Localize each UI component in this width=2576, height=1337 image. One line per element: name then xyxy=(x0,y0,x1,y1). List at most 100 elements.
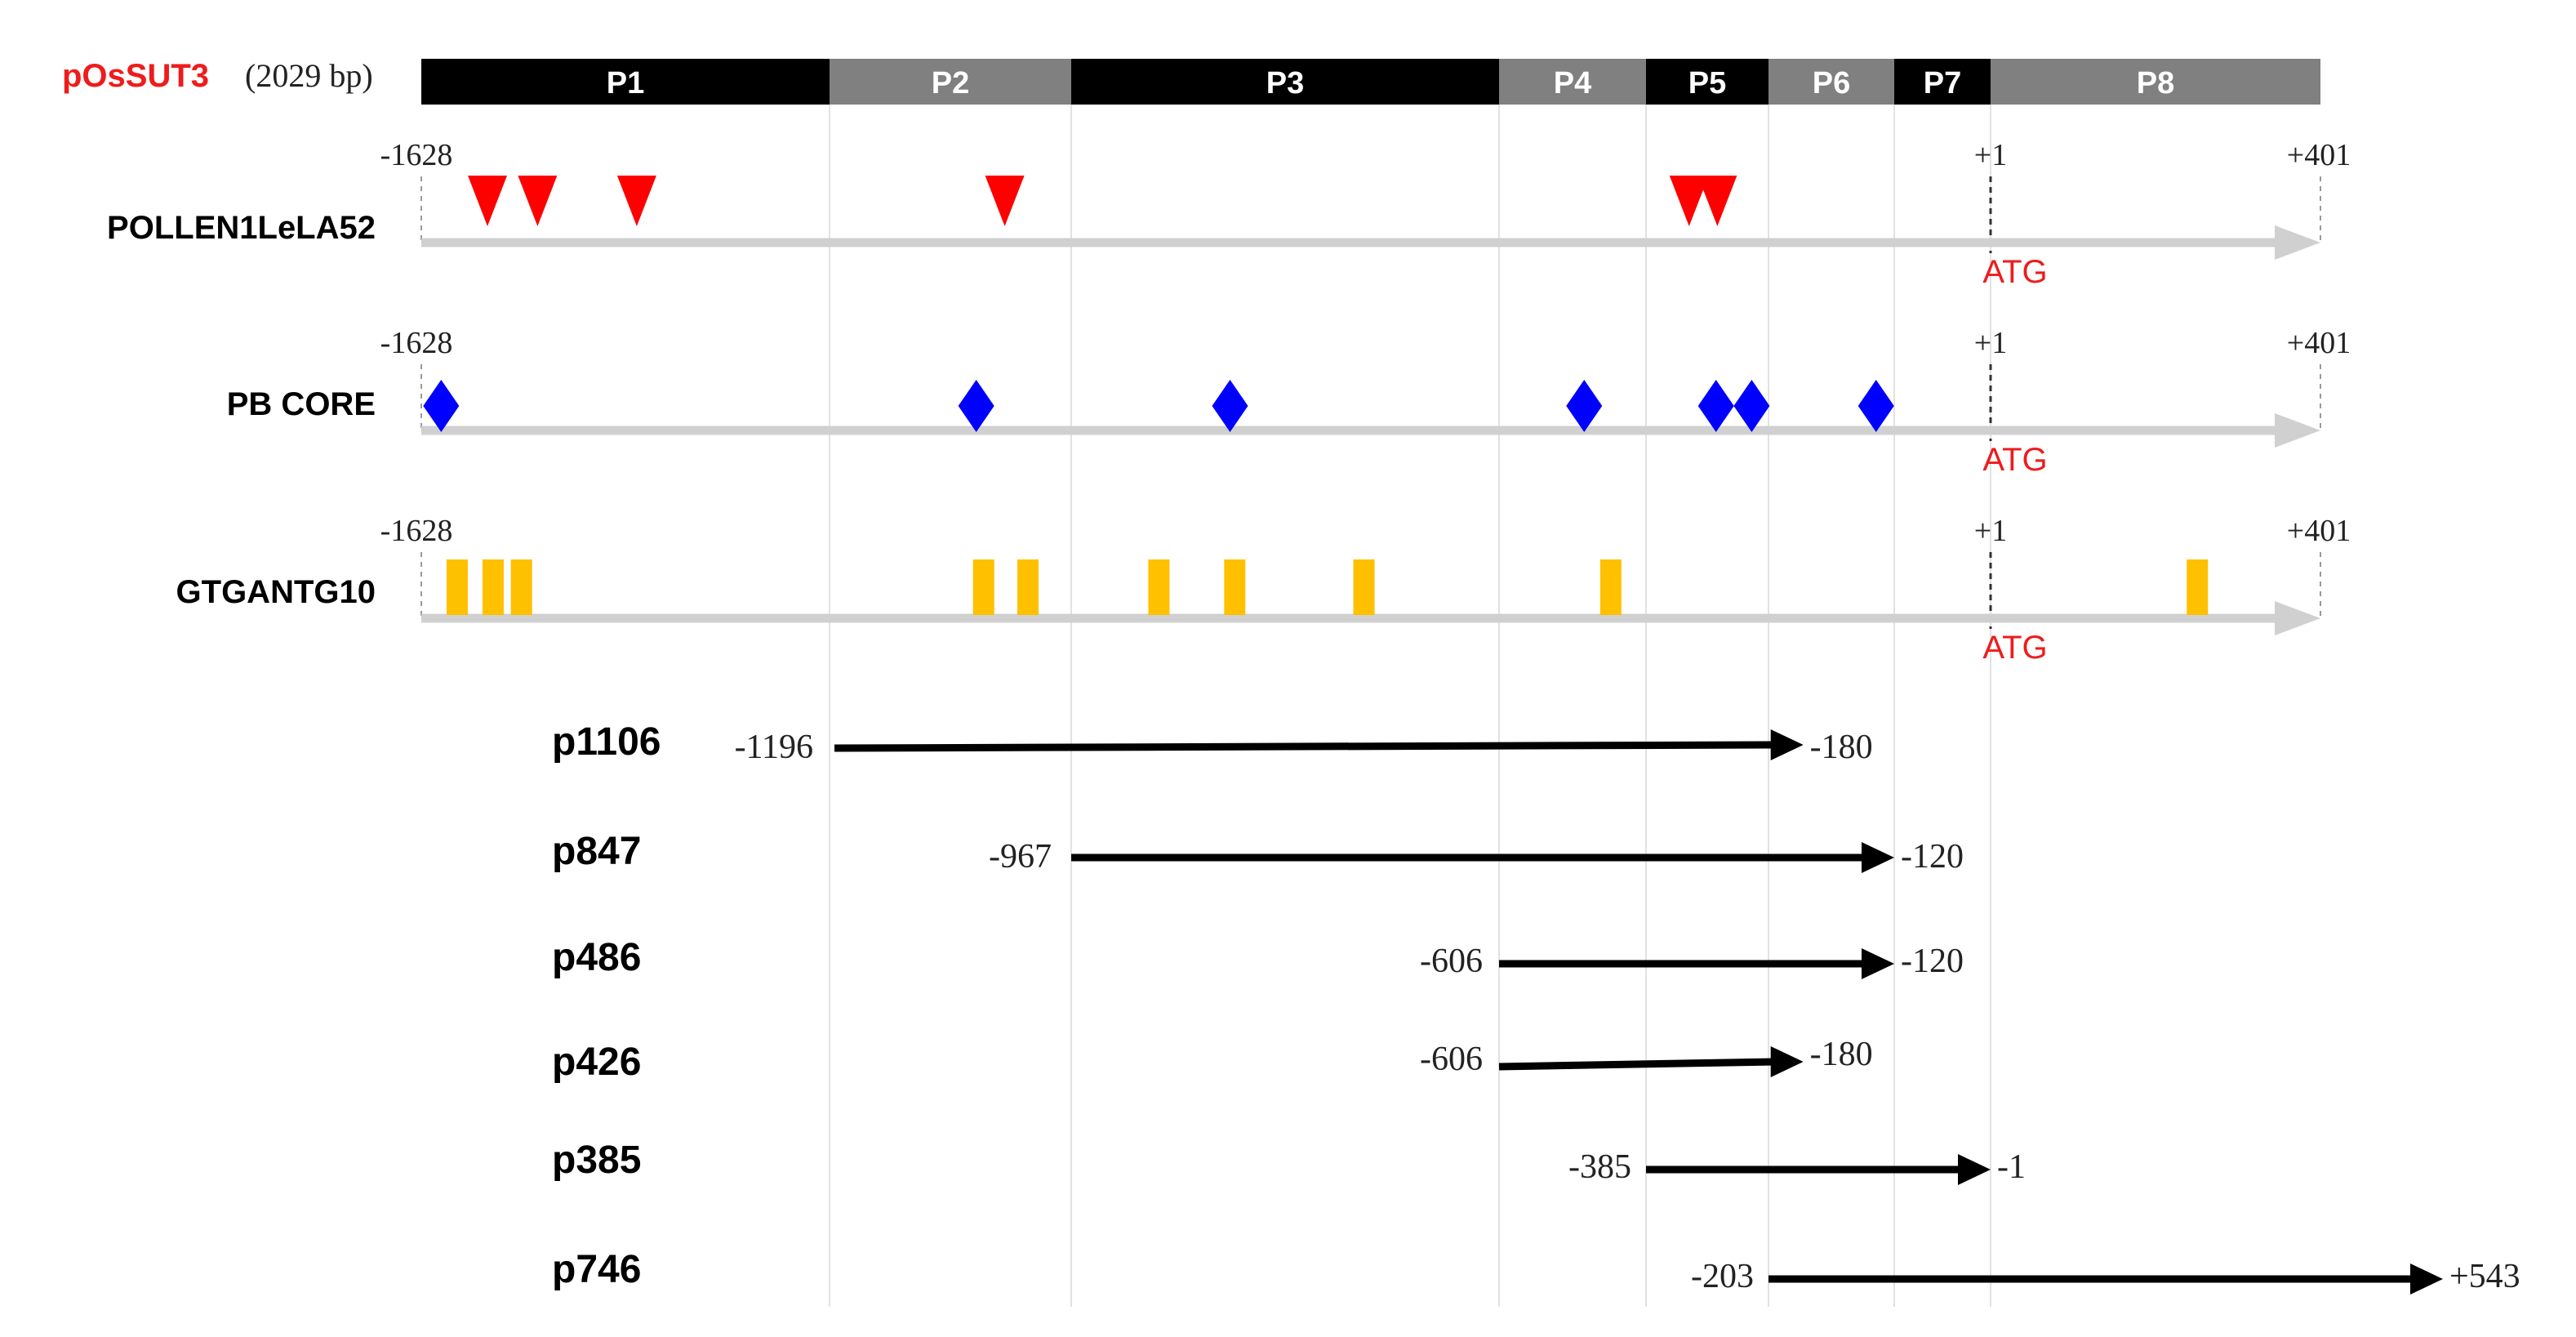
motif-bar xyxy=(446,559,468,615)
construct-name: p426 xyxy=(552,1041,641,1084)
motif-bar xyxy=(1017,559,1039,615)
construct-start-label: -967 xyxy=(989,838,1052,876)
motif-triangle xyxy=(1669,176,1709,226)
segment-label: P8 xyxy=(2137,66,2174,100)
track-tss-label: +1 xyxy=(1974,326,2007,360)
construct-name: p486 xyxy=(552,936,641,979)
motif-sites xyxy=(468,176,1737,226)
motif-triangle xyxy=(518,176,558,226)
motif-bar xyxy=(510,559,532,615)
construct-arrow-shaft xyxy=(834,741,1774,752)
track-axis-arrowhead xyxy=(2275,413,2320,448)
segment-label: P2 xyxy=(932,66,969,100)
motif-triangle xyxy=(616,176,656,226)
track-pb-core: PB CORE -1628 +1 +401 ATG xyxy=(227,326,2351,478)
segment-label: P4 xyxy=(1554,66,1591,100)
segment-p7: P7 xyxy=(1894,59,1991,105)
segment-block xyxy=(1071,59,1499,105)
track-axis-arrowhead xyxy=(2275,601,2320,635)
construct-start-label: -385 xyxy=(1568,1148,1631,1186)
promoter-name: pOsSUT3 xyxy=(62,58,209,94)
motif-diamond xyxy=(1733,380,1770,432)
track-gtgantg10: GTGANTG10 -1628 +1 +401 ATG xyxy=(176,514,2351,666)
atg-label: ATG xyxy=(1982,254,2047,290)
track-pollen1lela52: POLLEN1LeLA52 -1628 +1 +401 ATG xyxy=(107,138,2351,290)
motif-diamond xyxy=(1212,380,1248,432)
construct-p847: p847 -967 -120 xyxy=(552,830,1964,876)
motif-bar xyxy=(1353,559,1375,615)
construct-p486: p486 -606 -120 xyxy=(552,936,1964,980)
segment-p3: P3 xyxy=(1071,59,1499,105)
motif-bar xyxy=(2187,559,2209,615)
segment-p6: P6 xyxy=(1768,59,1894,105)
construct-name: p746 xyxy=(552,1248,641,1291)
track-name: POLLEN1LeLA52 xyxy=(107,210,376,246)
promoter-length: (2029 bp) xyxy=(245,57,373,94)
construct-start-label: -606 xyxy=(1420,1041,1483,1078)
construct-end-label: -120 xyxy=(1901,943,1964,980)
segment-bar: P1 P2 P3 P4 P5 P6 P7 P8 xyxy=(421,59,2320,105)
segment-p4: P4 xyxy=(1499,59,1646,105)
motif-triangle xyxy=(468,176,508,226)
segment-block xyxy=(1499,59,1646,105)
atg-label: ATG xyxy=(1982,630,2047,666)
construct-end-label: -180 xyxy=(1810,1036,1873,1073)
track-name: GTGANTG10 xyxy=(176,574,376,610)
motif-sites xyxy=(423,380,1894,432)
construct-arrowhead xyxy=(1862,842,1894,873)
motif-diamond xyxy=(1697,380,1734,432)
construct-arrowhead xyxy=(2410,1263,2443,1295)
construct-name: p847 xyxy=(552,830,641,873)
track-end-label: +401 xyxy=(2287,326,2351,360)
segment-label: P6 xyxy=(1813,66,1850,100)
construct-p746: p746 -203 +543 xyxy=(552,1248,2520,1295)
segment-block xyxy=(1646,59,1768,105)
motif-bar xyxy=(1599,559,1622,615)
region-guide-lines xyxy=(829,105,1991,1307)
construct-start-label: -606 xyxy=(1420,943,1483,980)
segment-block xyxy=(1991,59,2320,105)
track-tss-label: +1 xyxy=(1974,138,2007,172)
motif-triangle xyxy=(985,176,1025,226)
construct-name: p1106 xyxy=(552,720,661,764)
motif-diamond xyxy=(958,380,994,432)
segment-block xyxy=(421,59,830,105)
motif-bar xyxy=(482,559,504,615)
segment-p5: P5 xyxy=(1646,59,1768,105)
segment-block xyxy=(1768,59,1894,105)
track-start-label: -1628 xyxy=(380,138,453,172)
construct-p1106: p1106 -1196 -180 xyxy=(552,720,1873,766)
segment-label: P5 xyxy=(1688,66,1726,100)
segment-p8: P8 xyxy=(1991,59,2320,105)
motif-diamond xyxy=(423,380,460,432)
construct-end-label: -120 xyxy=(1901,838,1964,876)
track-axis-arrowhead xyxy=(2275,225,2320,260)
track-name: PB CORE xyxy=(227,386,376,422)
motif-bar xyxy=(1224,559,1246,615)
construct-name: p385 xyxy=(552,1139,641,1182)
segment-block xyxy=(1894,59,1991,105)
segment-p1: P1 xyxy=(421,59,830,105)
segment-label: P1 xyxy=(607,66,644,100)
segment-p2: P2 xyxy=(830,59,1071,105)
segment-block xyxy=(830,59,1071,105)
track-end-label: +401 xyxy=(2287,514,2351,548)
motif-diamond xyxy=(1857,380,1894,432)
track-end-label: +401 xyxy=(2287,138,2351,172)
construct-start-label: -203 xyxy=(1691,1258,1754,1295)
construct-arrowhead xyxy=(1958,1154,1991,1185)
motif-bar xyxy=(972,559,994,615)
construct-arrowhead xyxy=(1770,1046,1804,1077)
motif-triangle xyxy=(1697,176,1737,226)
motif-sites xyxy=(446,559,2209,615)
header: pOsSUT3 (2029 bp) xyxy=(62,57,373,94)
construct-end-label: -180 xyxy=(1810,729,1873,766)
construct-p385: p385 -385 -1 xyxy=(552,1139,2026,1186)
construct-arrow-shaft xyxy=(1498,1058,1774,1071)
construct-p426: p426 -606 -180 xyxy=(552,1036,1873,1084)
construct-arrowhead xyxy=(1770,729,1804,760)
segment-label: P7 xyxy=(1924,66,1961,100)
track-start-label: -1628 xyxy=(380,514,453,548)
construct-end-label: +543 xyxy=(2449,1258,2520,1295)
